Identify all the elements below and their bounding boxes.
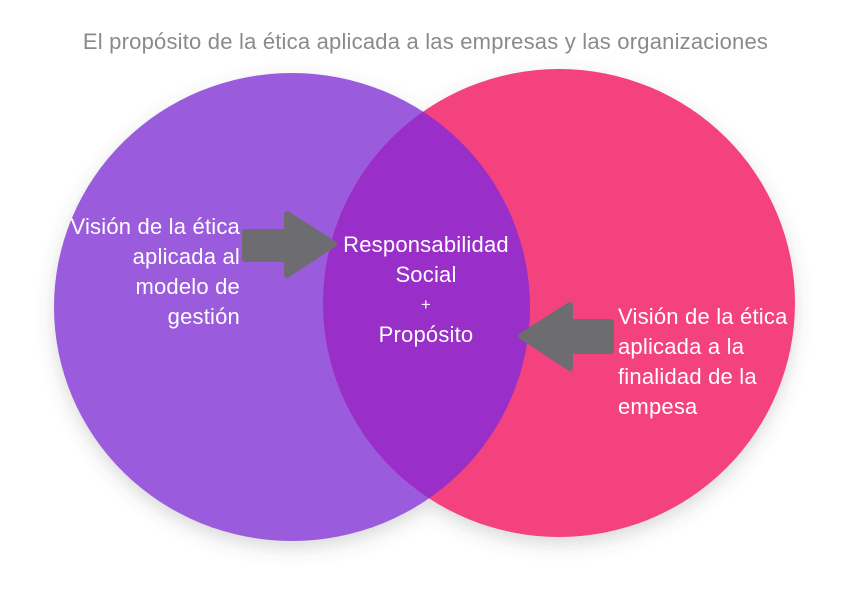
overlap-label: Responsabilidad Social + Propósito — [336, 230, 516, 350]
page-title: El propósito de la ética aplicada a las … — [82, 29, 769, 54]
arrow-right-icon — [245, 214, 334, 275]
right-label-line: Visión de la ética — [618, 304, 788, 329]
left-label-line: gestión — [167, 304, 240, 329]
overlap-label-line: Social — [395, 262, 457, 287]
left-label-line: Visión de la ética — [70, 214, 240, 239]
right-label-line: empesa — [618, 394, 698, 419]
left-label-line: modelo de — [135, 274, 240, 299]
left-circle-label: Visión de la ética aplicada al modelo de… — [0, 212, 240, 332]
arrow-right-icon-outline — [242, 211, 337, 278]
arrow-left-icon — [521, 305, 611, 368]
right-label-line: finalidad de la — [618, 364, 757, 389]
overlap-label-line: Propósito — [378, 322, 474, 347]
plus-sign: + — [420, 295, 432, 314]
overlap-label-line: Responsabilidad — [343, 232, 509, 257]
arrow-left-icon-outline — [518, 302, 614, 371]
overlap-region — [323, 73, 530, 537]
right-label-line: aplicada a la — [618, 334, 745, 359]
right-circle-label: Visión de la ética aplicada a la finalid… — [618, 302, 808, 422]
left-label-line: aplicada al — [132, 244, 240, 269]
